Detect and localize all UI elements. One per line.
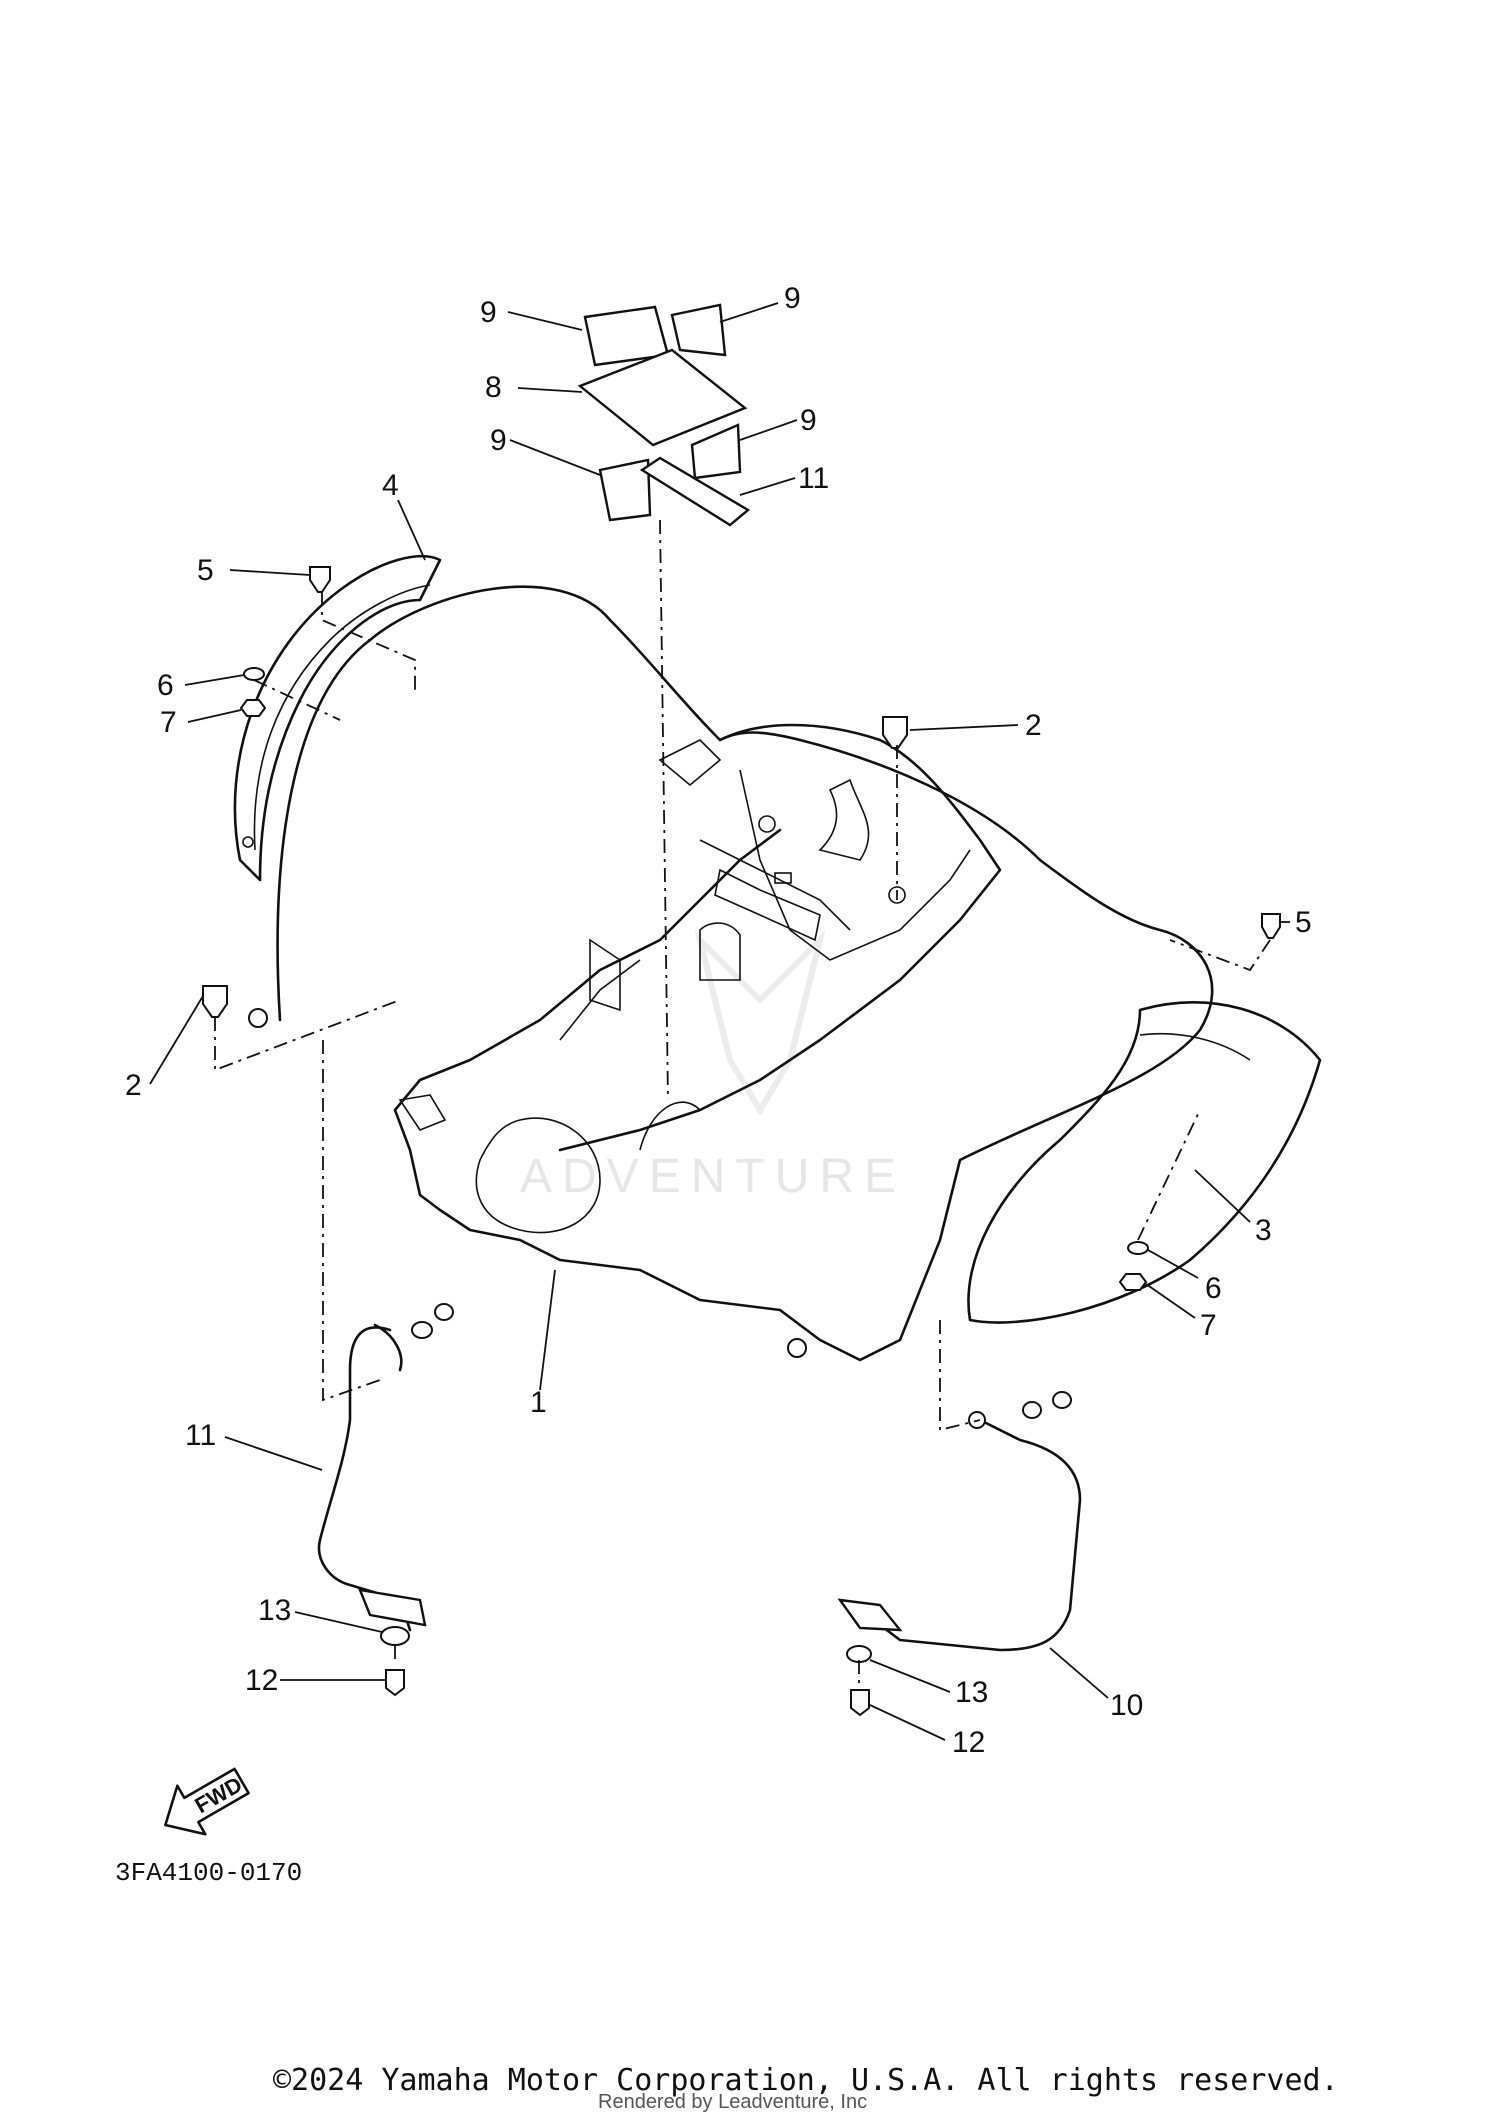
washer-6-left (243, 667, 265, 681)
watermark: ADVENTURE (520, 930, 906, 1203)
leader-lines (149, 302, 1290, 1741)
callout-10: 10 (1110, 1689, 1143, 1722)
screw-right (787, 1338, 807, 1358)
front-tray (475, 1117, 601, 1234)
bolt-2-top (882, 716, 908, 749)
callout-8: 8 (485, 371, 502, 404)
seat-pad-group (577, 303, 751, 527)
guide-2-left (214, 999, 401, 1072)
callout-3: 3 (1255, 1214, 1272, 1247)
watermark-text: ADVENTURE (520, 1150, 906, 1203)
bolt-5-left (309, 566, 331, 593)
callout-2: 2 (125, 1069, 142, 1102)
grab-bar-left-top (373, 1323, 403, 1372)
callout-9: 9 (784, 282, 801, 315)
callout-13: 13 (955, 1676, 988, 1709)
callout-11: 11 (798, 462, 829, 495)
grab-bar-left-plate (358, 1588, 427, 1627)
hole-a (758, 815, 776, 833)
callout-1: 1 (530, 1386, 547, 1419)
hardware (202, 566, 1281, 1717)
washer-6-right (1127, 1241, 1149, 1255)
callout-9: 9 (480, 296, 497, 329)
callout-5: 5 (197, 554, 214, 587)
inner-hook (699, 922, 741, 981)
pad-9-left (598, 458, 652, 522)
screw-left (248, 1008, 268, 1028)
tray-ridge (699, 839, 851, 931)
callout-4: 4 (382, 469, 399, 502)
callout-5: 5 (1295, 906, 1312, 939)
inner-wall (559, 959, 641, 1041)
guide-strip (659, 519, 669, 1101)
rear-fender-body (276, 585, 1214, 1362)
callout-9: 9 (800, 404, 817, 437)
guide-6-left (253, 679, 341, 721)
bolt-2-left (202, 985, 228, 1018)
callout-7: 7 (1200, 1309, 1217, 1342)
bolt-12-left (385, 1669, 405, 1697)
diagram-ref-code: 3FA4100-0170 (115, 1858, 302, 1888)
washer-right-top (1022, 1401, 1042, 1419)
hole-b (888, 886, 906, 904)
fwd-arrow: FWD (164, 1767, 250, 1836)
mount-tab-left (398, 1094, 447, 1131)
tray-inner (739, 769, 971, 961)
flap-4-hole (242, 836, 254, 848)
callout-7: 7 (160, 706, 177, 739)
nut-right-top (1052, 1391, 1072, 1409)
washer-13-right (846, 1645, 872, 1663)
grab-bar-right (837, 1411, 1082, 1652)
callout-6: 6 (157, 669, 174, 702)
guide-6-right (1137, 1109, 1201, 1241)
tray-hook (818, 778, 870, 861)
washer-13-left (380, 1626, 410, 1646)
flap-3-inner (1139, 1032, 1251, 1061)
flap-3-outline (967, 1001, 1322, 1324)
center-ridge (639, 1101, 701, 1151)
nut-7-left (239, 699, 267, 717)
flap-4-inner (253, 584, 431, 851)
nut-left-top (434, 1303, 454, 1321)
grab-bar-left (317, 1323, 427, 1632)
grab-bar-right-plate (837, 1598, 903, 1632)
fwd-arrow-icon (164, 1767, 250, 1836)
grab-bar-left-tube (317, 1326, 412, 1632)
callout-2: 2 (1025, 709, 1042, 742)
fender-outline (276, 585, 1214, 1362)
bolt-5-right (1261, 913, 1281, 939)
assembly-lines (214, 519, 1271, 1688)
plate-8 (577, 348, 748, 447)
mount-tab-top (658, 739, 722, 787)
washer-left-top (411, 1321, 433, 1339)
guide-left-bar (322, 1040, 381, 1402)
callout-6: 6 (1205, 1272, 1222, 1305)
callout-12: 12 (245, 1664, 278, 1697)
tray-rim (558, 723, 1002, 1152)
latch-slot (774, 872, 792, 884)
callout-12: 12 (952, 1726, 985, 1759)
guide-5-left (321, 592, 416, 690)
callout-11: 11 (185, 1419, 216, 1452)
pad-9-top-right (670, 303, 727, 357)
callout-9: 9 (490, 424, 507, 457)
tray-slot (714, 868, 821, 942)
flap-left-4 (233, 554, 442, 882)
flap-4-outline (233, 554, 442, 882)
guide-right-bar (939, 1320, 981, 1432)
guide-5-right (1169, 939, 1271, 972)
callouts: 9 9 8 9 9 11 4 5 6 7 2 2 5 3 6 7 1 11 13… (125, 282, 1312, 1759)
flap-right-3 (967, 1001, 1322, 1324)
grab-bar-right-tube (858, 1418, 1082, 1652)
strip-11 (639, 456, 751, 527)
callout-13: 13 (258, 1594, 291, 1627)
credit-text: Rendered by Leadventure, Inc (598, 2091, 867, 2113)
copyright-text: ©2024 Yamaha Motor Corporation, U.S.A. A… (273, 2063, 1339, 2098)
nut-7-right (1118, 1273, 1148, 1291)
inner-bracket (589, 938, 621, 1012)
bolt-12-right (850, 1689, 870, 1717)
pad-9-right (690, 423, 742, 480)
